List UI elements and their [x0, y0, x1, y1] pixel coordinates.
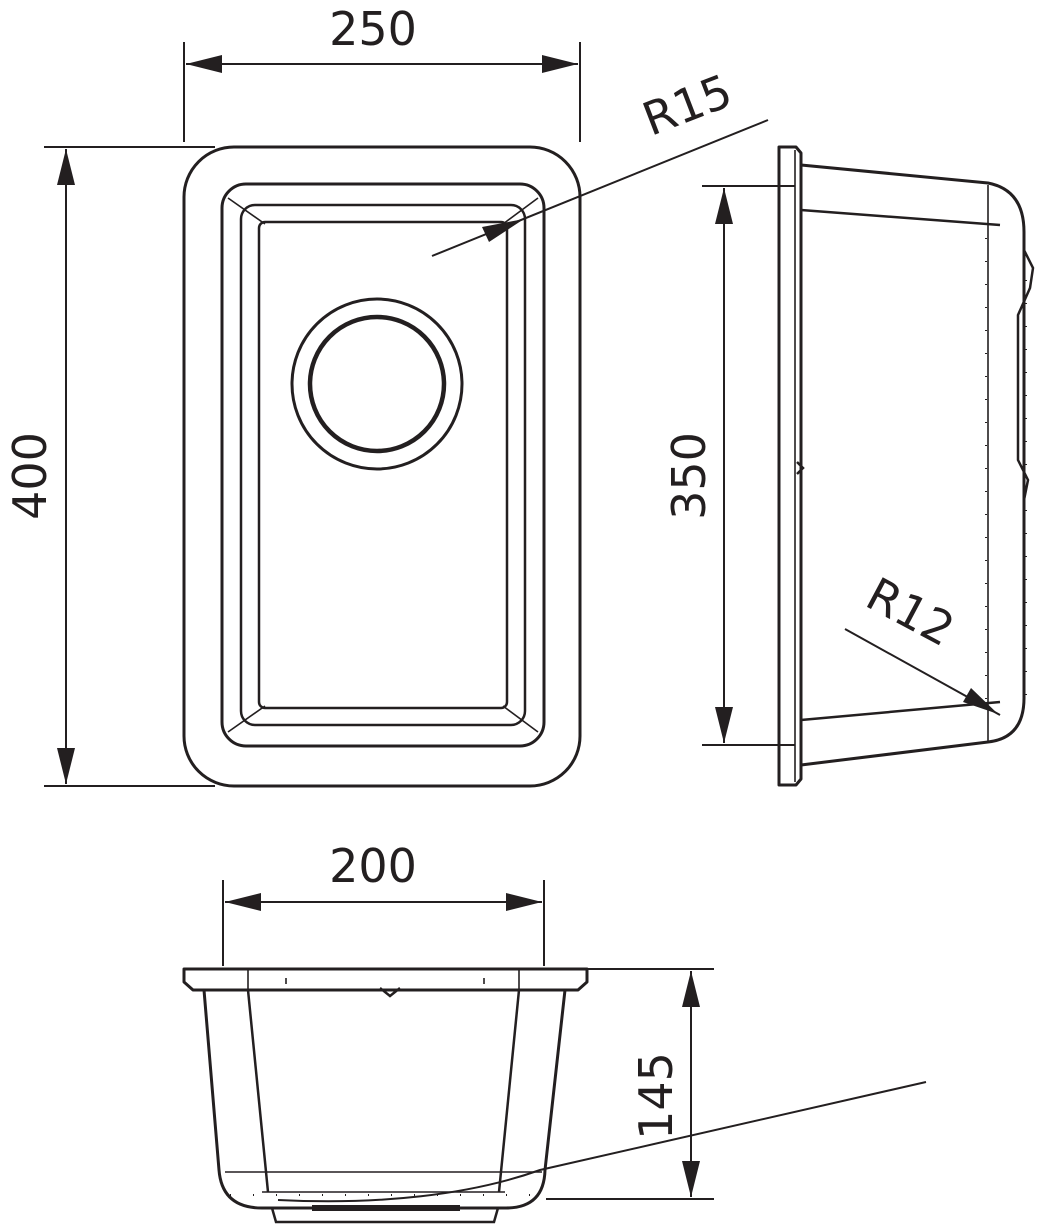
top-view-ledge [239, 203, 527, 727]
dimension-front-width: 200 [222, 839, 545, 966]
front-view-tick-marks [285, 978, 485, 984]
dimension-label-r12: R12 [858, 567, 963, 657]
dimension-top-height: 400 [3, 146, 215, 787]
side-view-bowl [799, 163, 1026, 767]
dimension-label-350: 350 [662, 432, 716, 520]
front-view-drain [270, 1207, 500, 1224]
dimension-radius-r15: R15 [431, 64, 769, 257]
dimension-label-400: 400 [3, 432, 57, 520]
top-view: 250 400 R15 [3, 2, 769, 788]
dimension-side-height: 350 [662, 185, 795, 746]
top-view-corner-lines [227, 197, 539, 733]
dimension-label-r15: R15 [635, 64, 739, 147]
dimension-label-200: 200 [329, 839, 417, 893]
drain-outer-ring [290, 297, 464, 471]
dimension-front-depth: 145 [546, 968, 714, 1200]
front-view-flange [182, 967, 589, 992]
front-view: 200 145 [182, 839, 927, 1224]
dimension-label-145: 145 [629, 1052, 683, 1140]
front-view-leader [277, 1081, 927, 1203]
side-view-flange [777, 145, 803, 787]
dimension-label-250: 250 [329, 2, 417, 56]
dimension-top-width: 250 [183, 2, 581, 142]
dimension-radius-r12: R12 [844, 567, 1001, 716]
top-view-outer-rim [182, 145, 582, 788]
drain-inner-ring [307, 314, 447, 454]
top-view-bowl-edge [220, 182, 546, 748]
side-view: 350 R12 [662, 145, 1035, 787]
top-view-floor [257, 220, 509, 710]
side-view-outlet [1016, 249, 1035, 501]
